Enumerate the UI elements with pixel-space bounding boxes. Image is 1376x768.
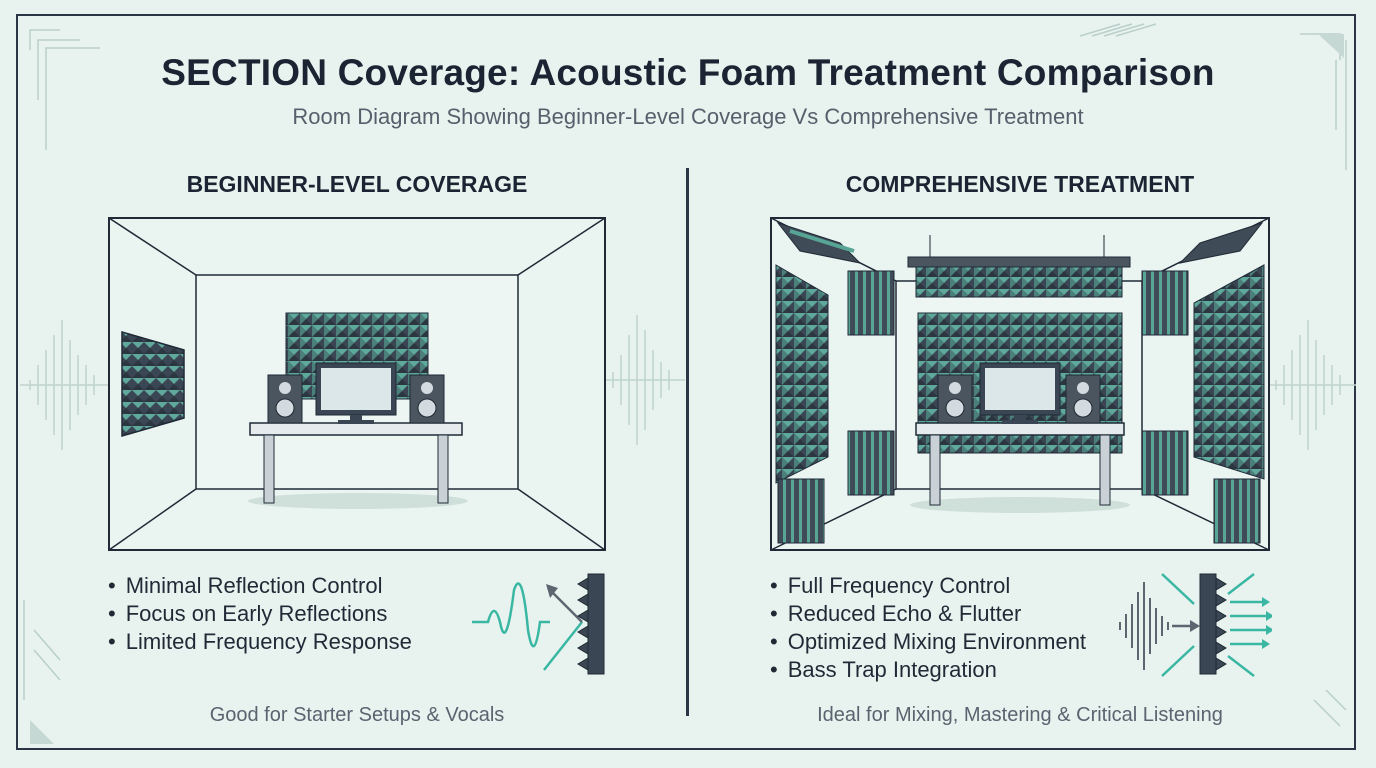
list-item: Limited Frequency Response: [108, 628, 412, 656]
comprehensive-room-diagram: [770, 217, 1270, 551]
comprehensive-panel-heading: COMPREHENSIVE TREATMENT: [845, 171, 1195, 197]
list-item: Reduced Echo & Flutter: [770, 600, 1086, 628]
list-item: Full Frequency Control: [770, 572, 1086, 600]
list-item: Focus on Early Reflections: [108, 600, 412, 628]
beginner-room-diagram: [108, 217, 606, 551]
beginner-side-foam-panel: [121, 331, 185, 437]
beginner-bullet-list: Minimal Reflection Control Focus on Earl…: [108, 572, 412, 656]
page-subtitle: Room Diagram Showing Beginner-Level Cove…: [292, 104, 1084, 129]
comprehensive-bullet-list: Full Frequency Control Reduced Echo & Fl…: [770, 572, 1086, 684]
comprehensive-footer-note: Ideal for Mixing, Mastering & Critical L…: [817, 704, 1223, 726]
background-waveform-left: [20, 320, 110, 450]
reflection-wave-icon: [472, 573, 605, 675]
panel-divider: [686, 168, 689, 716]
list-item: Minimal Reflection Control: [108, 572, 412, 600]
absorption-diffusion-icon: [1119, 573, 1272, 677]
outer-frame: [16, 14, 1356, 750]
beginner-panel-heading: BEGINNER-LEVEL COVERAGE: [186, 171, 528, 197]
list-item: Optimized Mixing Environment: [770, 628, 1086, 656]
background-waveform-right: [1266, 320, 1356, 450]
beginner-footer-note: Good for Starter Setups & Vocals: [209, 704, 505, 726]
page-title: SECTION Coverage: Acoustic Foam Treatmen…: [161, 52, 1215, 93]
background-waveform-center: [605, 315, 685, 445]
list-item: Bass Trap Integration: [770, 656, 1086, 684]
